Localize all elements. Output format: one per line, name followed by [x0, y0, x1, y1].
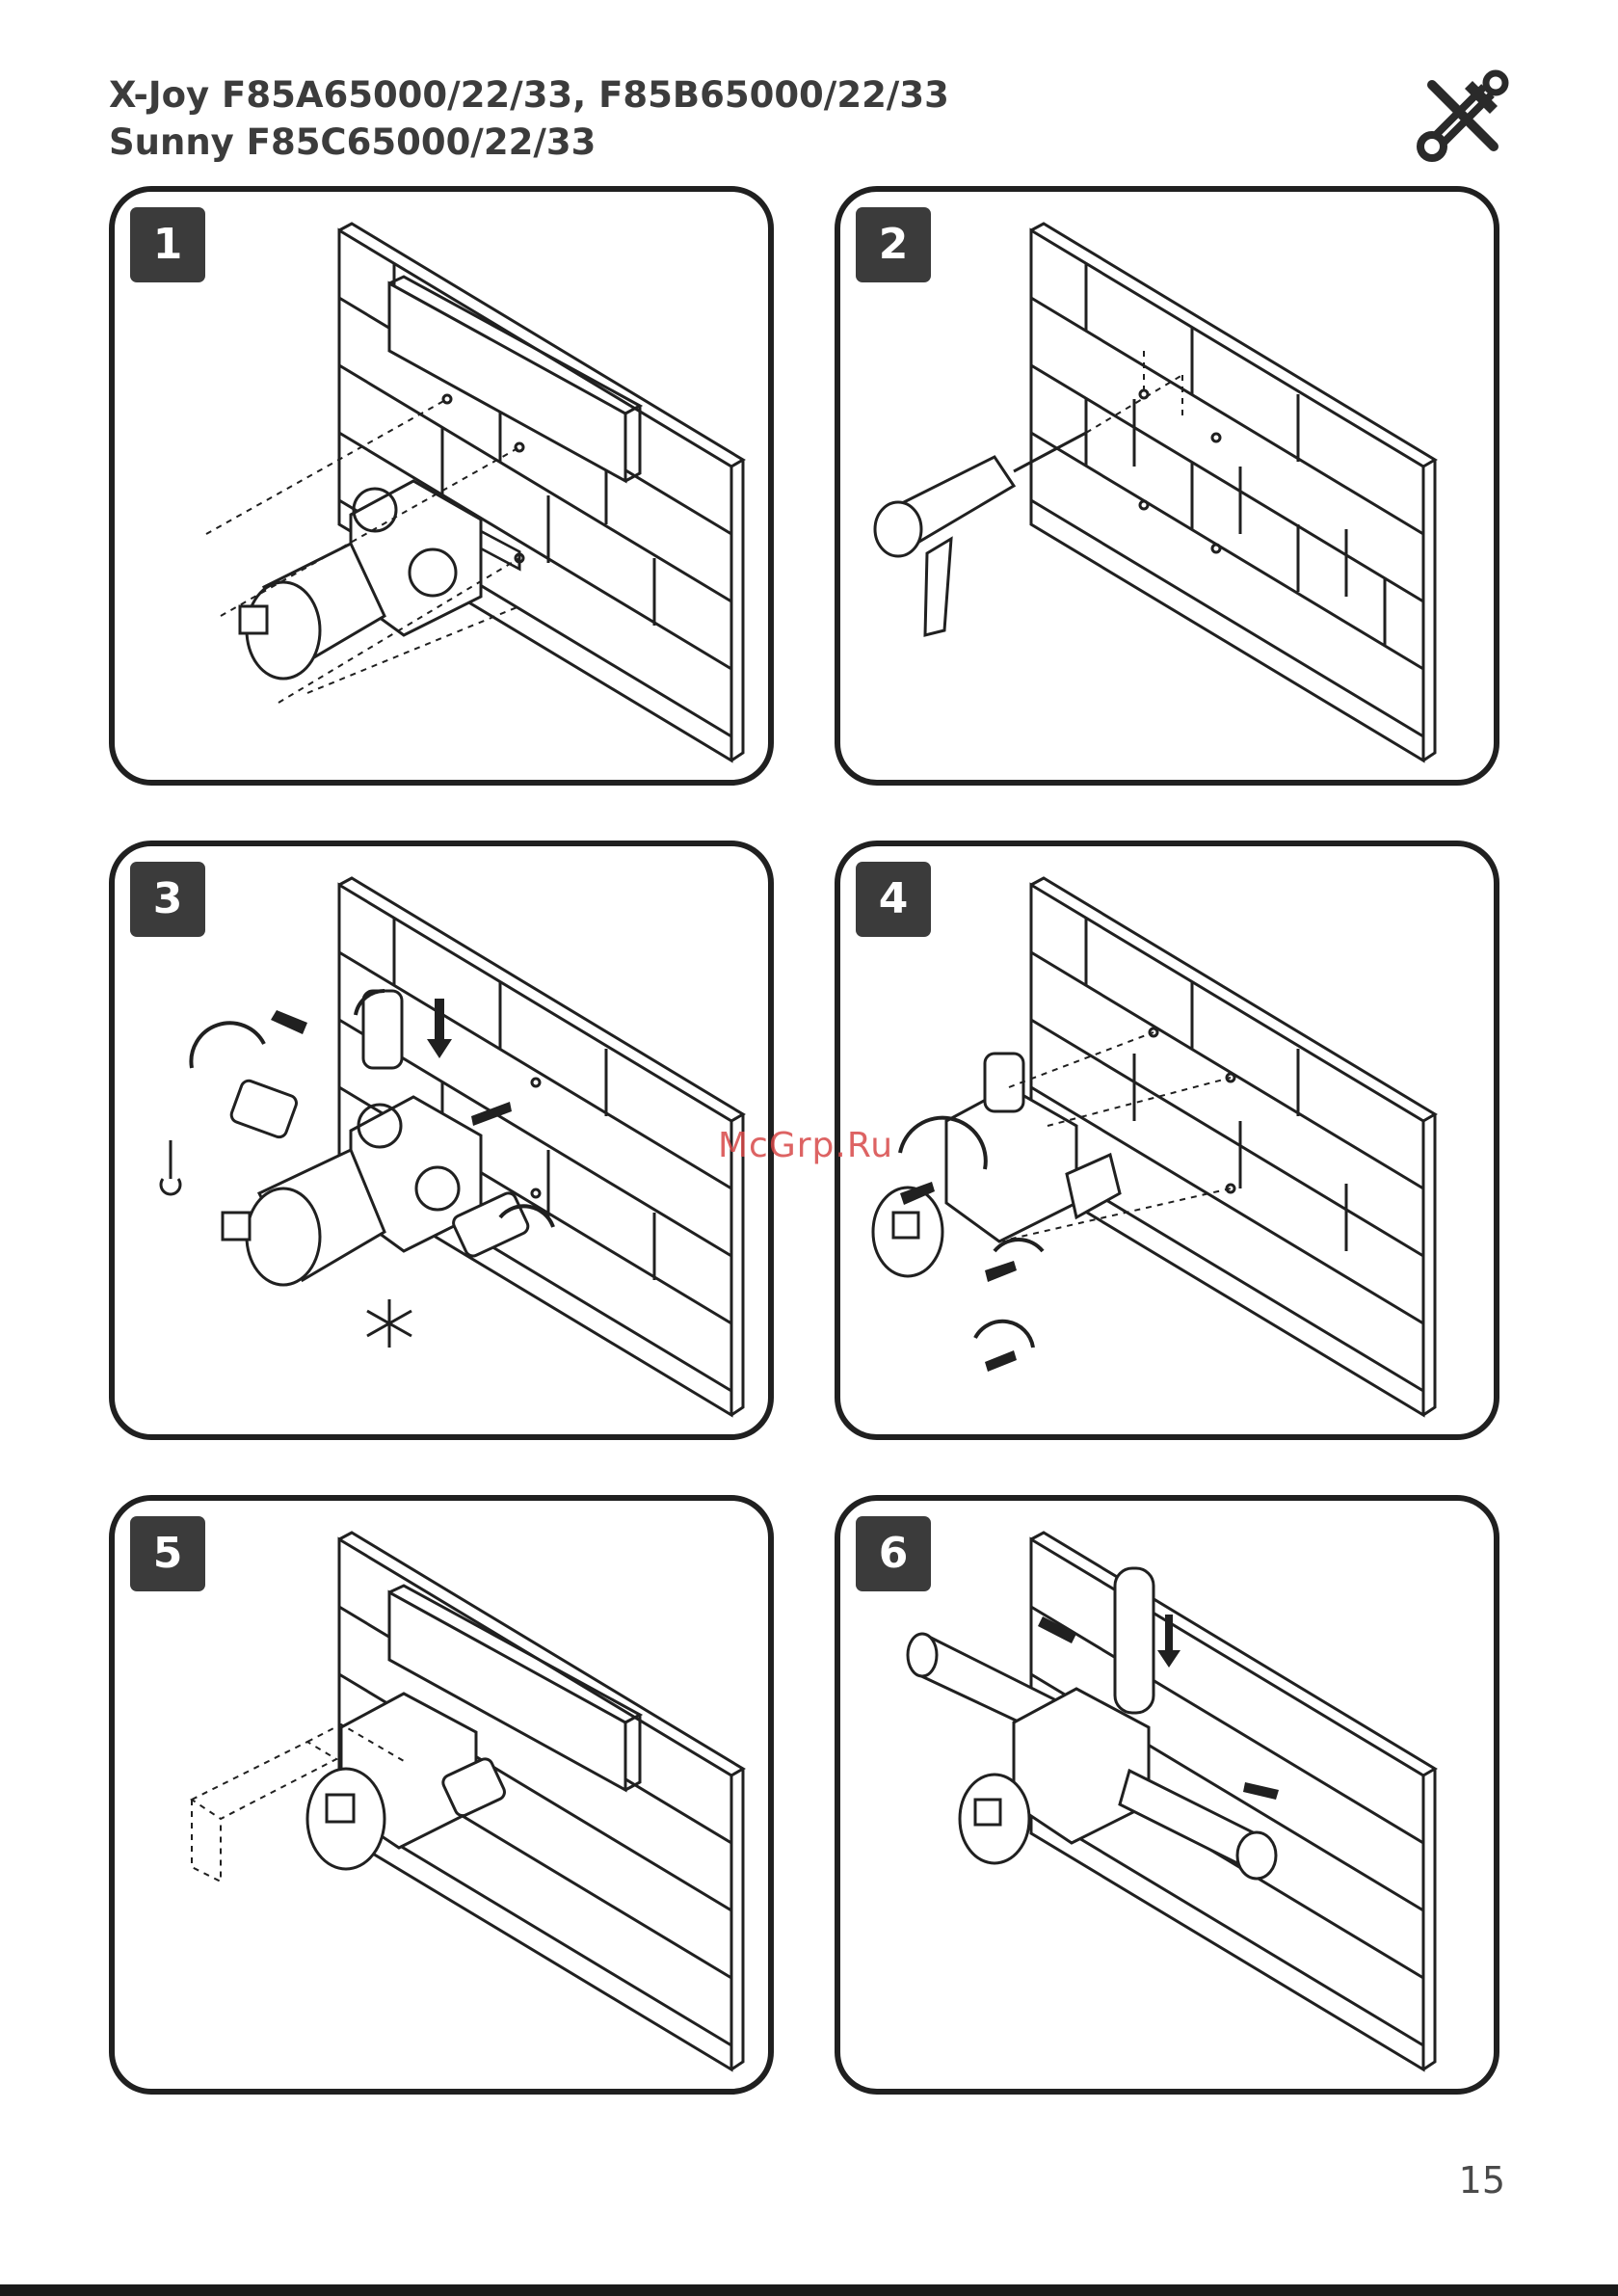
- step-panel-1: 1: [109, 186, 774, 786]
- step-panel-2: 2: [835, 186, 1499, 786]
- page-bottom-rule: [0, 2284, 1618, 2296]
- step-5-illustration: [115, 1501, 768, 2089]
- page-number: 15: [1459, 2159, 1505, 2202]
- step-panel-3: 3: [109, 841, 774, 1440]
- step-6-illustration: [840, 1501, 1494, 2089]
- step-2-illustration: [840, 192, 1494, 780]
- title-line-2: Sunny F85C65000/22/33: [109, 119, 949, 166]
- step-1-illustration: [115, 192, 768, 780]
- document-title: X-Joy F85A65000/22/33, F85B65000/22/33 S…: [109, 71, 949, 166]
- step-panel-6: 6: [835, 1495, 1499, 2095]
- step-4-illustration: [840, 846, 1494, 1434]
- step-panel-4: 4: [835, 841, 1499, 1440]
- step-panel-5: 5: [109, 1495, 774, 2095]
- wrench-screwdriver-icon: [1415, 67, 1511, 164]
- step-3-illustration: [115, 846, 768, 1434]
- title-line-1: X-Joy F85A65000/22/33, F85B65000/22/33: [109, 71, 949, 119]
- watermark: McGrp.Ru: [718, 1126, 893, 1165]
